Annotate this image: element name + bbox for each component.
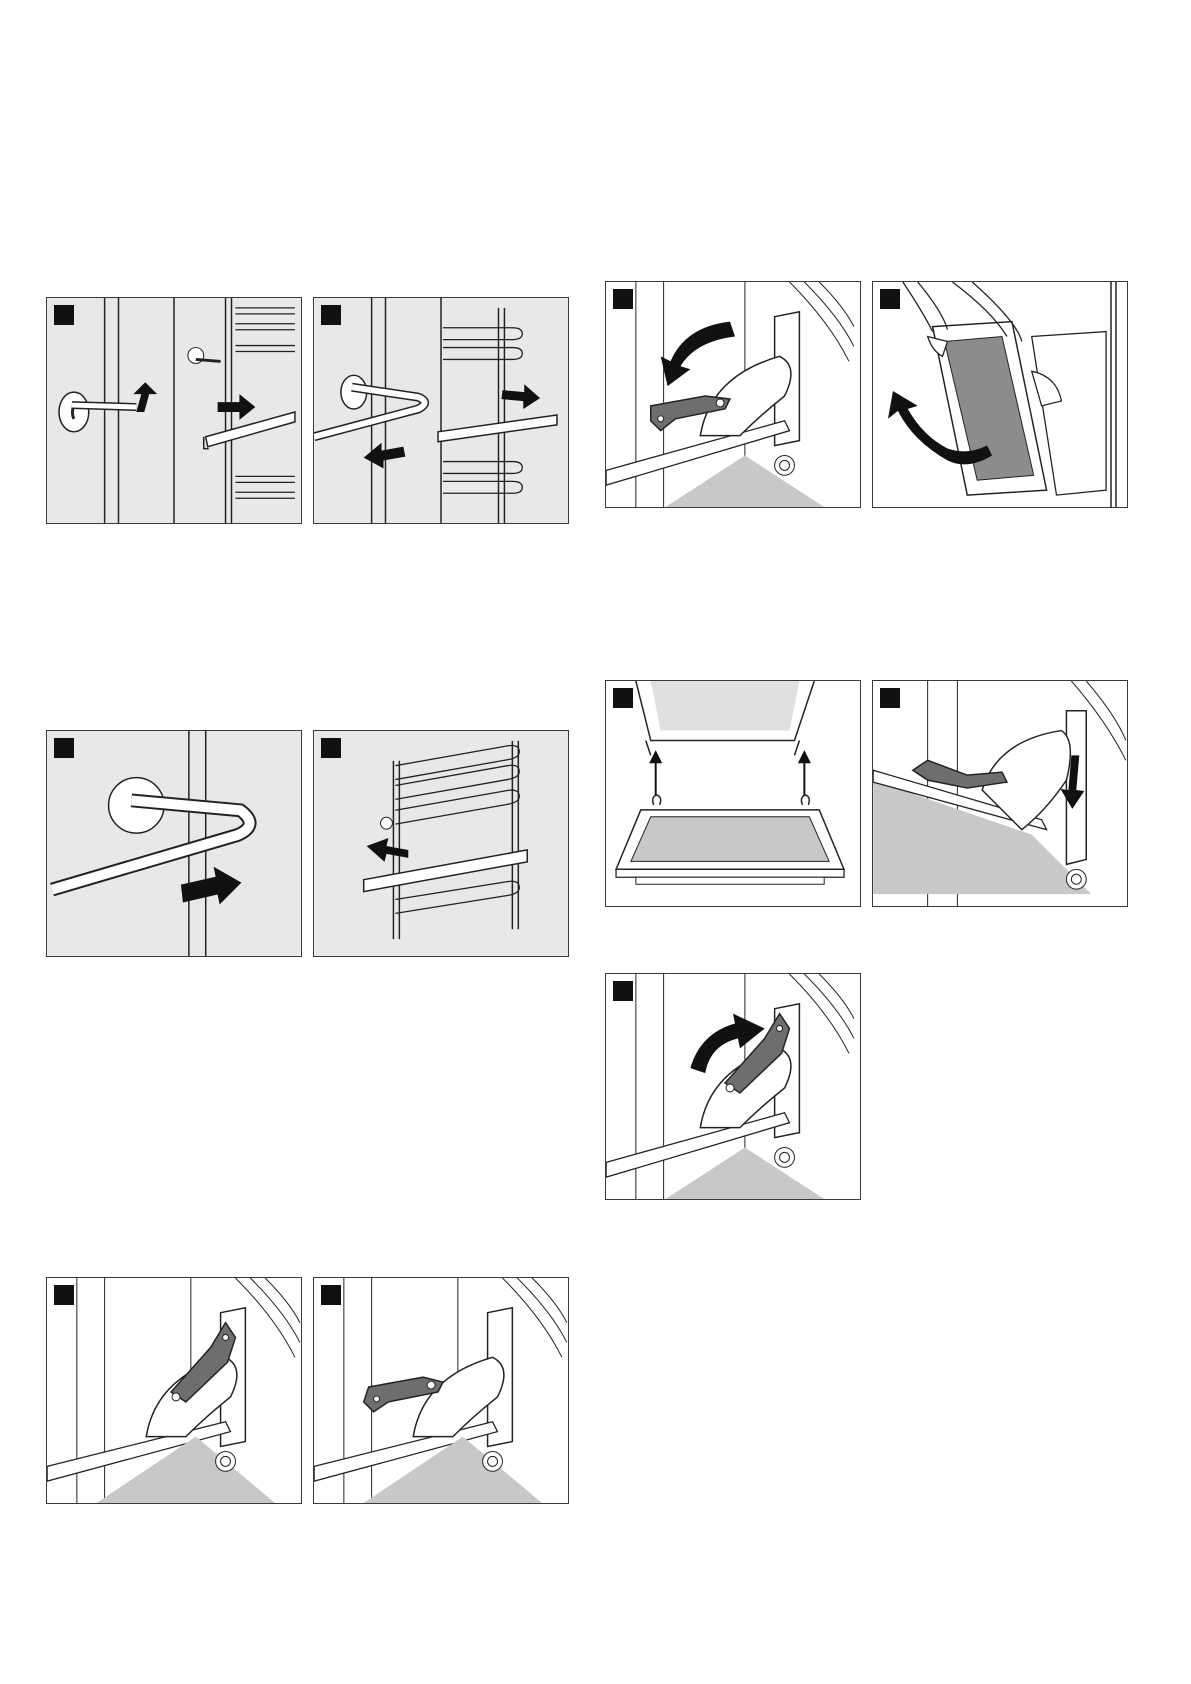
figure-5: [46, 1277, 302, 1504]
figure-10: [872, 680, 1128, 907]
figure-11: [605, 973, 861, 1200]
shelf-support-insert-icon: [47, 731, 301, 956]
door-hang-icon: [606, 681, 860, 906]
hinge-lever-rotate-icon: [606, 282, 860, 507]
shelf-support-pull-icon: [314, 298, 568, 523]
hinge-lever-down-icon: [314, 1278, 568, 1503]
figure-6: [313, 1277, 569, 1504]
figure-9: [605, 680, 861, 907]
shelf-support-lift-icon: [47, 298, 301, 523]
figure-marker: [321, 1285, 341, 1305]
figure-marker: [613, 981, 633, 1001]
figure-marker: [321, 738, 341, 758]
hinge-insert-icon: [873, 681, 1127, 906]
figure-marker: [54, 738, 74, 758]
figure-4: [313, 730, 569, 957]
figure-marker: [54, 1285, 74, 1305]
figure-1: [46, 297, 302, 524]
hinge-lever-close-icon: [606, 974, 860, 1199]
door-removal-icon: [873, 282, 1127, 507]
figure-7: [605, 281, 861, 508]
figure-8: [872, 281, 1128, 508]
shelf-support-push-icon: [314, 731, 568, 956]
hinge-lever-up-icon: [47, 1278, 301, 1503]
figure-marker: [613, 688, 633, 708]
figure-marker: [54, 305, 74, 325]
figure-marker: [613, 289, 633, 309]
figure-3: [46, 730, 302, 957]
figure-2: [313, 297, 569, 524]
figure-marker: [880, 688, 900, 708]
figure-marker: [880, 289, 900, 309]
figure-marker: [321, 305, 341, 325]
